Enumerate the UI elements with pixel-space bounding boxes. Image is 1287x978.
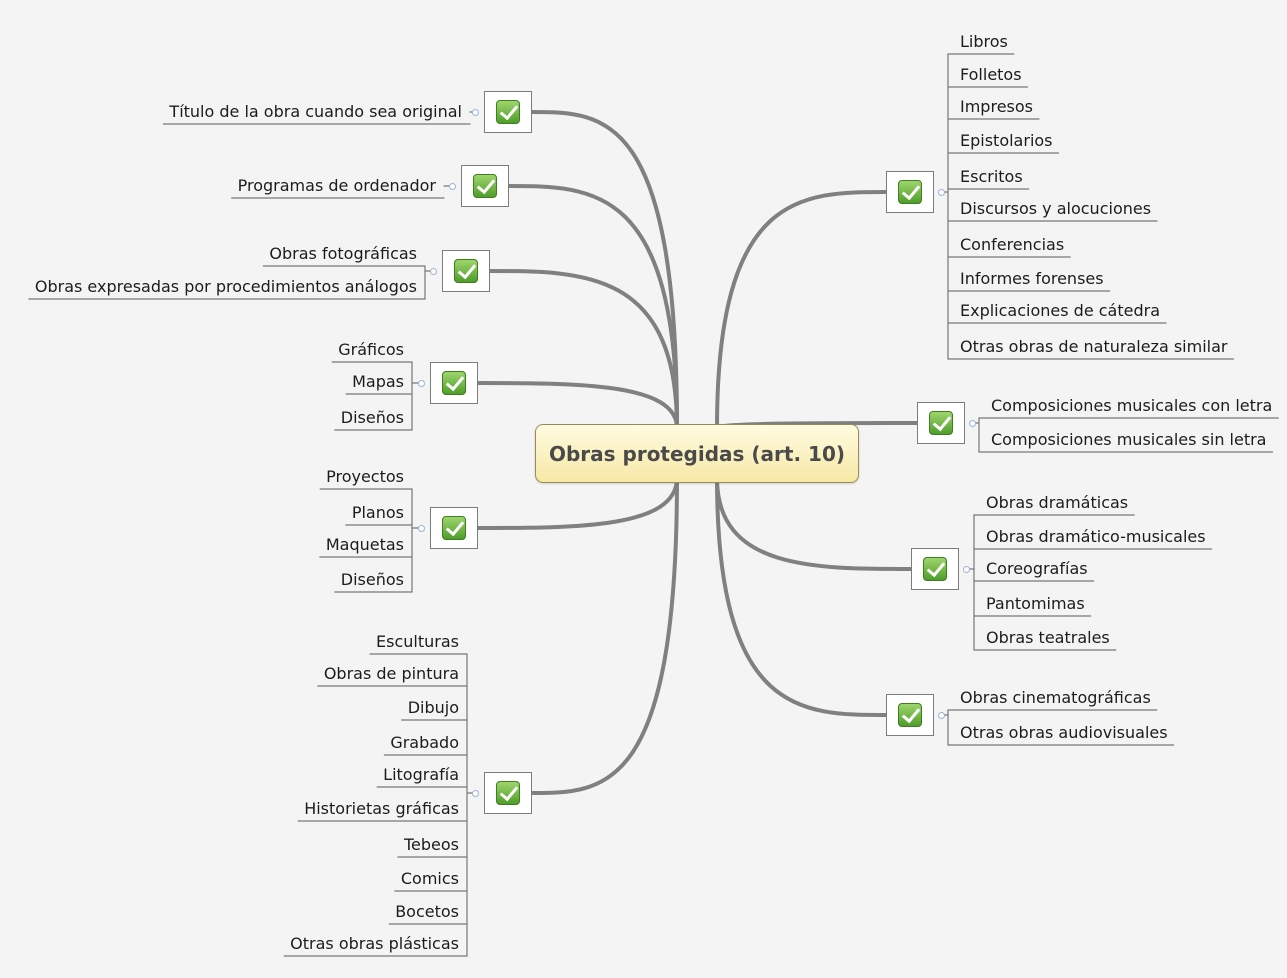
- collapse-toggle-icon[interactable]: [938, 189, 945, 196]
- topic-literarias[interactable]: [886, 171, 934, 213]
- leaf-topic[interactable]: Programas de ordenador: [237, 176, 436, 195]
- leaf-topic[interactable]: Gráficos: [338, 340, 404, 359]
- checkbox-checked-icon[interactable]: [442, 371, 466, 395]
- collapse-toggle-icon[interactable]: [963, 566, 970, 573]
- leaf-topic[interactable]: Pantomimas: [986, 594, 1085, 613]
- leaf-topic[interactable]: Escritos: [960, 167, 1023, 186]
- leaf-topic[interactable]: Maquetas: [325, 535, 404, 554]
- collapse-toggle-icon[interactable]: [418, 380, 425, 387]
- leaf-topic[interactable]: Esculturas: [376, 632, 459, 651]
- leaf-topic[interactable]: Obras dramático-musicales: [986, 527, 1206, 546]
- topic-proyectos[interactable]: [430, 507, 478, 549]
- connector-plasticas: [530, 476, 679, 795]
- leaf-topic[interactable]: Impresos: [960, 97, 1033, 116]
- connector-titulo: [530, 110, 679, 430]
- connector-fotograficas: [488, 269, 679, 430]
- collapse-toggle-icon[interactable]: [472, 790, 479, 797]
- leaf-topic[interactable]: Obras fotográficas: [269, 244, 417, 263]
- leaf-topic[interactable]: Grabado: [390, 733, 459, 752]
- leaf-topic[interactable]: Discursos y alocuciones: [960, 199, 1152, 218]
- checkbox-checked-icon[interactable]: [923, 557, 947, 581]
- collapse-toggle-icon[interactable]: [449, 183, 456, 190]
- leaf-topic[interactable]: Composiciones musicales con letra: [991, 396, 1273, 415]
- connector-graficos: [476, 381, 679, 430]
- topic-dramaticas[interactable]: [911, 548, 959, 590]
- leaf-topic[interactable]: Libros: [960, 32, 1008, 51]
- topic-titulo[interactable]: [484, 91, 532, 133]
- leaf-topic[interactable]: Conferencias: [960, 235, 1065, 254]
- connector-programas: [507, 184, 679, 430]
- connector-proyectos: [476, 476, 679, 530]
- checkbox-checked-icon[interactable]: [442, 516, 466, 540]
- collapse-toggle-icon[interactable]: [418, 525, 425, 532]
- leaf-topic[interactable]: Diseños: [340, 408, 404, 427]
- leaf-topic[interactable]: Proyectos: [326, 467, 404, 486]
- central-topic[interactable]: Obras protegidas (art. 10): [535, 424, 859, 483]
- leaf-topic[interactable]: Otras obras de naturaleza similar: [960, 337, 1228, 356]
- connector-literarias: [715, 190, 888, 430]
- leaf-topic[interactable]: Bocetos: [395, 902, 459, 921]
- leaf-topic[interactable]: Obras expresadas por procedimientos anál…: [34, 277, 417, 296]
- leaf-topic[interactable]: Obras dramáticas: [986, 493, 1129, 512]
- leaf-topic[interactable]: Epistolarios: [960, 131, 1053, 150]
- leaf-topic[interactable]: Obras de pintura: [323, 664, 459, 683]
- topic-graficos[interactable]: [430, 362, 478, 404]
- leaf-topic[interactable]: Dibujo: [407, 698, 459, 717]
- leaf-topic[interactable]: Diseños: [340, 570, 404, 589]
- leaf-topic[interactable]: Historietas gráficas: [304, 799, 459, 818]
- leaf-topic[interactable]: Otras obras audiovisuales: [960, 723, 1168, 742]
- collapse-toggle-icon[interactable]: [430, 268, 437, 275]
- collapse-toggle-icon[interactable]: [969, 420, 976, 427]
- topic-musicales[interactable]: [917, 402, 965, 444]
- leaf-topic[interactable]: Folletos: [960, 65, 1022, 84]
- topic-plasticas[interactable]: [484, 772, 532, 814]
- leaf-topic[interactable]: Explicaciones de cátedra: [960, 301, 1161, 320]
- collapse-toggle-icon[interactable]: [472, 109, 479, 116]
- leaf-topic[interactable]: Composiciones musicales sin letra: [991, 430, 1267, 449]
- leaf-topic[interactable]: Otras obras plásticas: [290, 934, 459, 953]
- leaf-topic[interactable]: Obras teatrales: [986, 628, 1110, 647]
- connector-audiovisuales: [715, 476, 888, 717]
- topic-programas[interactable]: [461, 165, 509, 207]
- checkbox-checked-icon[interactable]: [898, 703, 922, 727]
- checkbox-checked-icon[interactable]: [496, 100, 520, 124]
- leaf-topic[interactable]: Informes forenses: [960, 269, 1104, 288]
- leaf-topic[interactable]: Obras cinematográficas: [960, 688, 1151, 707]
- topic-audiovisuales[interactable]: [886, 694, 934, 736]
- checkbox-checked-icon[interactable]: [929, 411, 953, 435]
- checkbox-checked-icon[interactable]: [454, 259, 478, 283]
- checkbox-checked-icon[interactable]: [473, 174, 497, 198]
- leaf-topic[interactable]: Tebeos: [403, 835, 459, 854]
- checkbox-checked-icon[interactable]: [898, 180, 922, 204]
- topic-fotograficas[interactable]: [442, 250, 490, 292]
- leaf-topic[interactable]: Planos: [351, 503, 404, 522]
- leaf-topic[interactable]: Comics: [400, 869, 459, 888]
- checkbox-checked-icon[interactable]: [496, 781, 520, 805]
- connector-dramaticas: [715, 476, 913, 571]
- leaf-topic[interactable]: Litografía: [383, 765, 459, 784]
- leaf-topic[interactable]: Coreografías: [986, 559, 1088, 578]
- leaf-topic[interactable]: Mapas: [352, 372, 404, 391]
- leaf-topic[interactable]: Título de la obra cuando sea original: [169, 102, 462, 121]
- collapse-toggle-icon[interactable]: [938, 712, 945, 719]
